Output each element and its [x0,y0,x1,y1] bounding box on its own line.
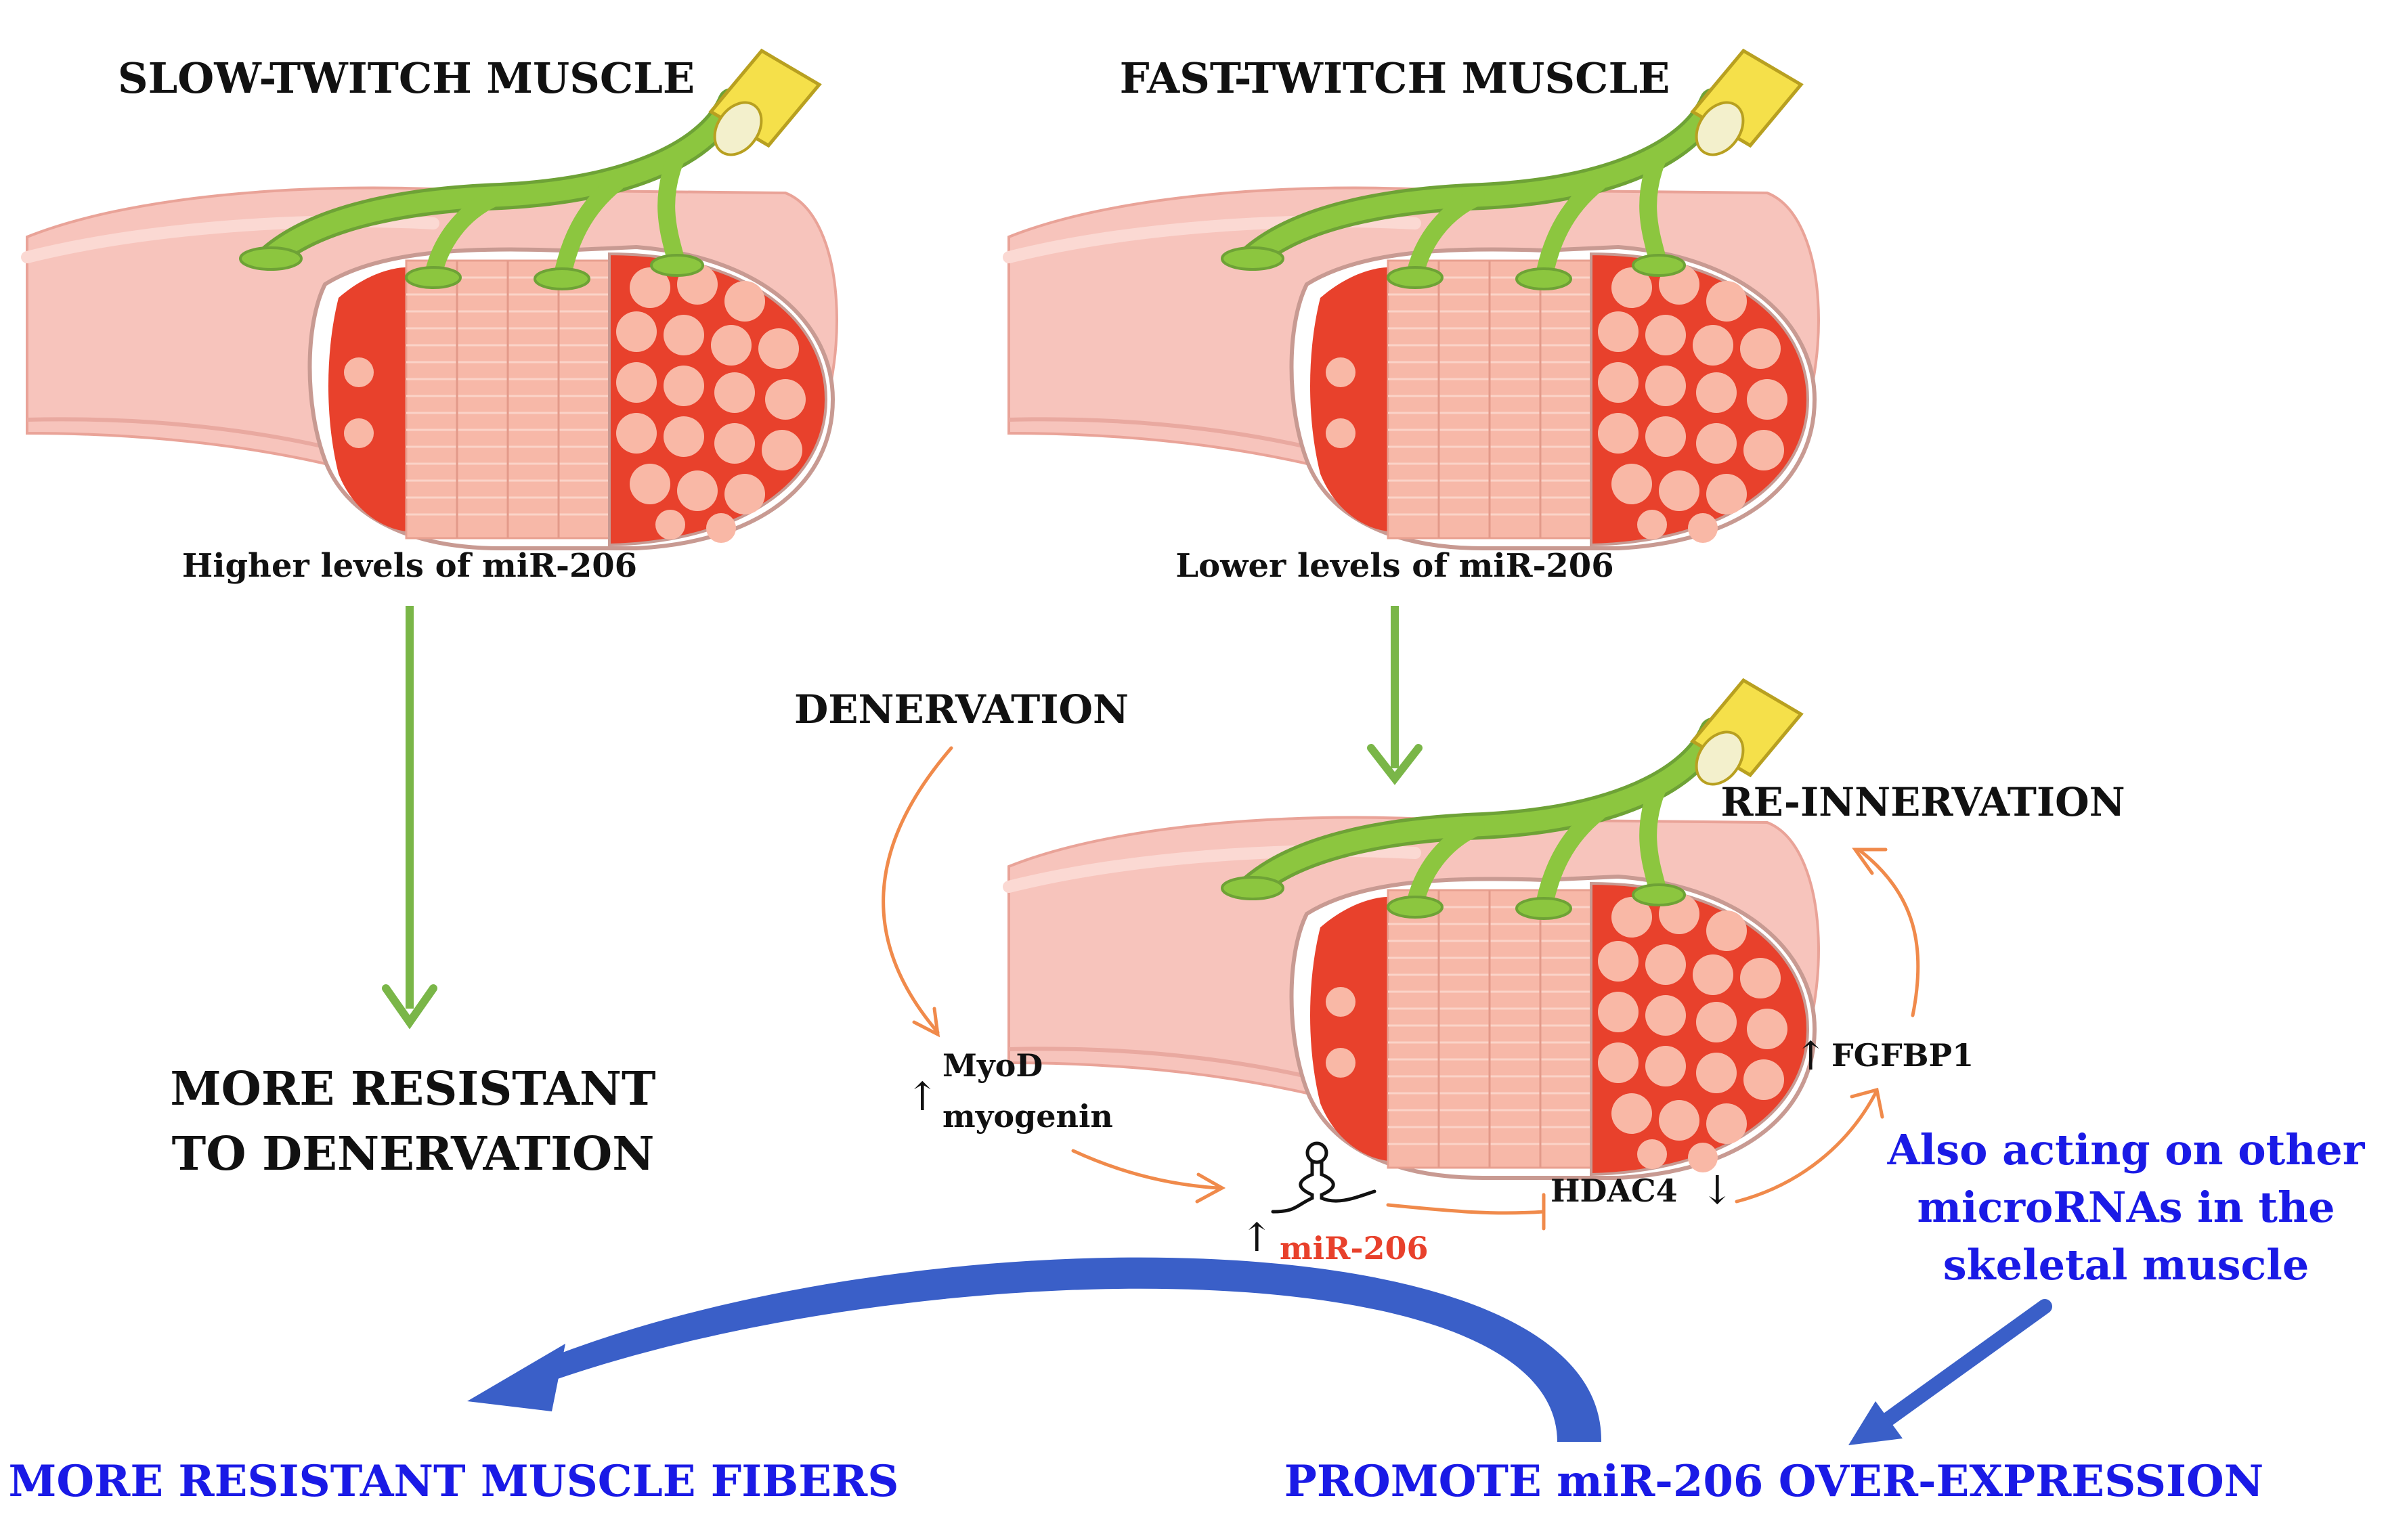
bottom-right-label: PROMOTE miR-206 OVER-EXPRESSION [1284,1456,2264,1507]
blue-curved-arrow [467,1257,1602,1442]
reinnervation-label: RE-INNERVATION [1720,779,2125,825]
fast-twitch-title: FAST-TWITCH MUSCLE [1120,53,1670,103]
fast-twitch-caption: Lower levels of miR-206 [1175,547,1613,585]
fast-twitch-muscle-illustration [1009,51,1819,548]
slow-twitch-title: SLOW-TWITCH MUSCLE [118,53,695,103]
note-line1: Also acting on other [1887,1125,2366,1174]
fast-green-arrow [1367,606,1423,785]
slow-twitch-muscle-illustration [27,51,837,548]
blue-straight-arrow [1848,1299,2052,1445]
fgfbp1-up-arrow: ↑ [1794,1033,1827,1079]
hdac4-down-arrow: ↓ [1701,1167,1734,1213]
note-line2: microRNAs in the [1917,1183,2335,1232]
denervation-label: DENERVATION [794,686,1129,732]
fgfbp1-label: FGFBP1 [1831,1037,1974,1074]
slow-result-line1: MORE RESISTANT [170,1062,655,1116]
hdac4-label: HDAC4 [1550,1172,1678,1209]
myod-label: MyoD [942,1047,1043,1084]
bottom-left-label: MORE RESISTANT MUSCLE FIBERS [9,1456,899,1507]
myogenin-label: myogenin [942,1098,1113,1135]
orange-pathway-arrows [882,746,1920,1231]
note-line3: skeletal muscle [1943,1240,2309,1290]
mir206-hairpin-icon [1271,1141,1376,1214]
slow-green-arrow [382,606,437,1030]
mir206-label: miR-206 [1280,1230,1429,1267]
slow-result-line2: TO DENERVATION [172,1127,655,1181]
slow-twitch-caption: Higher levels of miR-206 [182,547,637,585]
mir206-up-arrow: ↑ [1240,1214,1274,1260]
myod-up-arrow: ↑ [906,1074,939,1120]
